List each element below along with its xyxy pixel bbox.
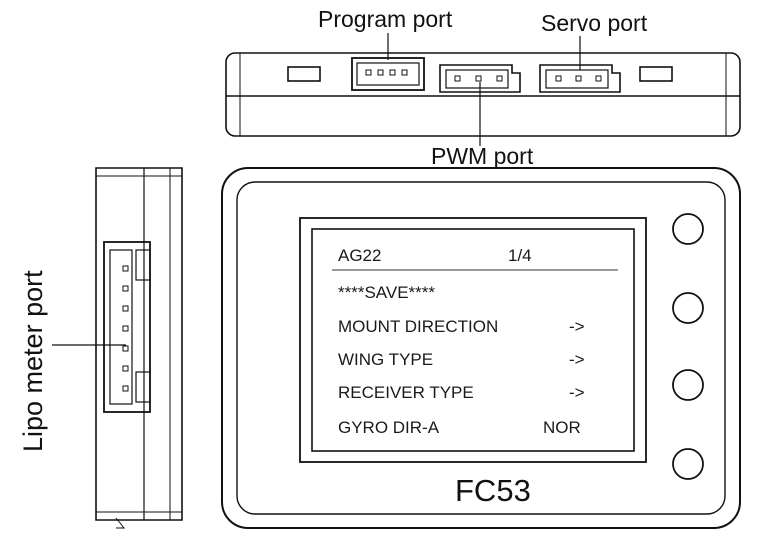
screen-title: AG22 (338, 246, 382, 265)
top-right-slot (639, 66, 673, 82)
top-view-body (225, 52, 741, 137)
program-port (351, 57, 425, 91)
menu-item-wing-type-value: -> (569, 350, 585, 369)
device-model-name: FC53 (455, 473, 531, 508)
pwm-port (439, 64, 521, 93)
menu-item-wing-type[interactable]: WING TYPE (338, 350, 434, 369)
top-view (225, 33, 741, 146)
menu-item-save[interactable]: ****SAVE**** (338, 283, 436, 302)
side-view-body (95, 167, 183, 521)
side-view (52, 167, 183, 529)
button-3[interactable] (672, 369, 704, 401)
button-1[interactable] (672, 213, 704, 245)
program-port-label: Program port (318, 6, 453, 32)
menu-item-receiver-type-value: -> (569, 383, 585, 402)
front-view (221, 167, 741, 529)
menu-item-gyro-dir-a-value: NOR (543, 418, 581, 437)
menu-item-gyro-dir-a[interactable]: GYRO DIR-A (338, 418, 440, 437)
button-2[interactable] (672, 292, 704, 324)
lcd-bezel (299, 217, 647, 463)
screen-page-indicator: 1/4 (508, 246, 532, 265)
lcd-screen (311, 228, 635, 452)
button-4[interactable] (672, 448, 704, 480)
lipo-meter-port-label: Lipo meter port (18, 270, 48, 452)
menu-item-receiver-type[interactable]: RECEIVER TYPE (338, 383, 474, 402)
front-case-inner (236, 181, 726, 515)
front-case-outer (221, 167, 741, 529)
menu-item-mount-direction-value: -> (569, 317, 585, 336)
lipo-meter-port (103, 241, 151, 413)
pwm-port-label: PWM port (431, 143, 534, 169)
top-left-slot (287, 66, 321, 82)
servo-port (539, 64, 621, 93)
servo-port-label: Servo port (541, 10, 648, 36)
menu-item-mount-direction[interactable]: MOUNT DIRECTION (338, 317, 499, 336)
